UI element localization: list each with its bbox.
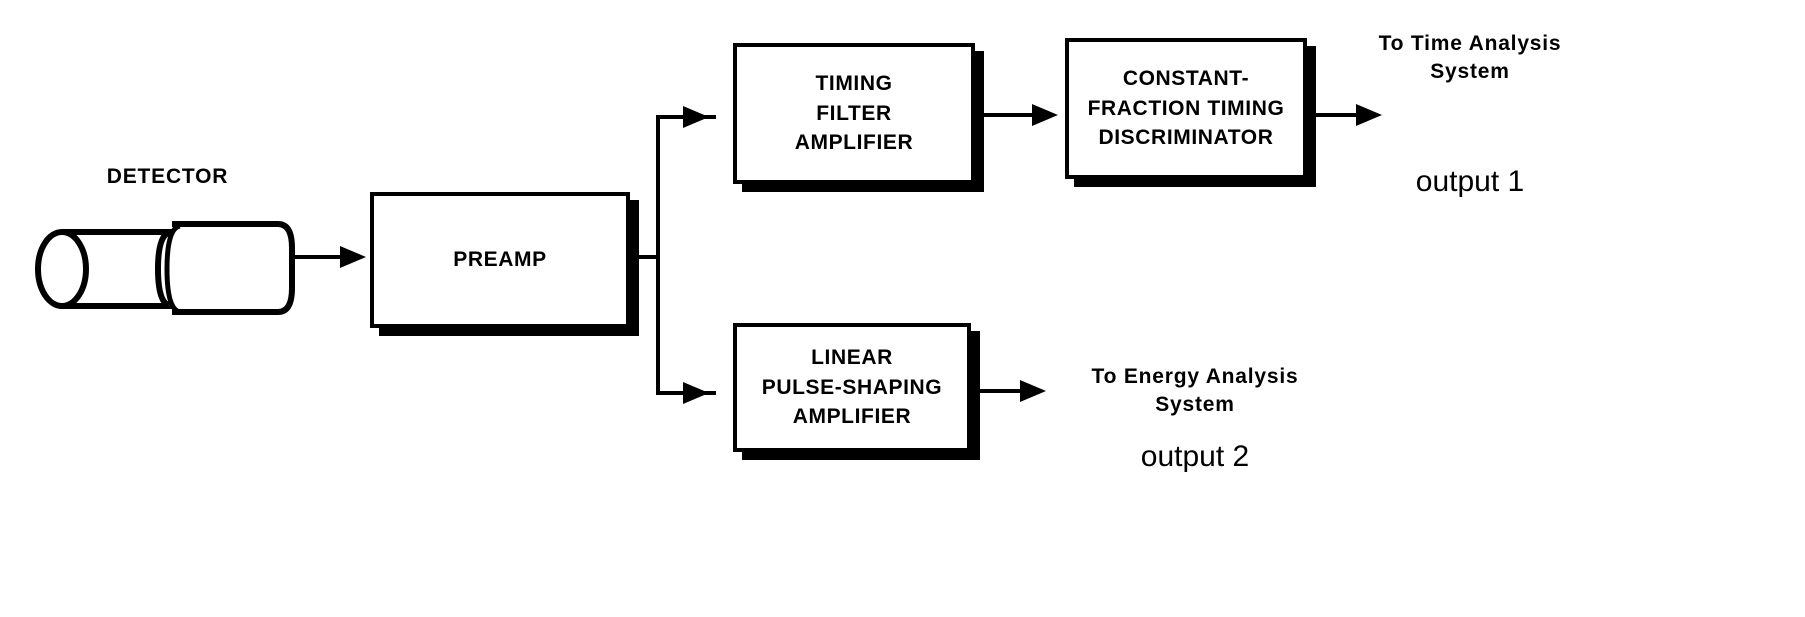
linear-amp-label-line-1: PULSE-SHAPING — [761, 375, 943, 399]
cftd-label-line-2: DISCRIMINATOR — [1098, 126, 1274, 150]
constant-fraction-discriminator-box[interactable]: CONSTANT- FRACTION TIMING DISCRIMINATOR — [1065, 38, 1307, 179]
wire-linear-amp-to-energy-analysis — [971, 389, 1039, 393]
tfa-label-line-2: AMPLIFIER — [794, 131, 914, 155]
wire-tfa-to-cftd — [975, 113, 1043, 117]
arrow-cftd-to-time-analysis — [1356, 104, 1382, 126]
detector-cylinder-icon — [35, 221, 295, 315]
wire-split-vertical — [656, 115, 660, 395]
tfa-label-line-1: FILTER — [816, 101, 892, 125]
tfa-label-line-0: TIMING — [815, 71, 893, 95]
arrow-split-to-tfa — [683, 106, 709, 128]
output-1-annotation: output 1 — [1415, 165, 1525, 198]
preamp-box[interactable]: PREAMP — [370, 192, 630, 328]
wire-detector-to-preamp — [281, 255, 351, 259]
preamp-label-line-0: PREAMP — [453, 248, 547, 272]
time-analysis-destination-label: To Time Analysis System — [1378, 32, 1562, 84]
arrow-split-to-linear-amp — [683, 382, 709, 404]
timing-filter-amplifier-box[interactable]: TIMING FILTER AMPLIFIER — [733, 43, 975, 184]
linear-amp-label-line-0: LINEAR — [811, 345, 893, 369]
wire-cftd-to-time-analysis — [1307, 113, 1375, 117]
arrow-detector-to-preamp — [340, 246, 366, 268]
arrow-linear-amp-to-energy-analysis — [1020, 380, 1046, 402]
linear-amp-label-line-2: AMPLIFIER — [792, 405, 912, 429]
cftd-label-line-0: CONSTANT- — [1122, 66, 1250, 90]
detector-label: DETECTOR — [106, 165, 229, 188]
cftd-label-line-1: FRACTION TIMING — [1087, 96, 1285, 120]
linear-pulse-shaping-amplifier-box[interactable]: LINEAR PULSE-SHAPING AMPLIFIER — [733, 323, 971, 452]
output-2-annotation: output 2 — [1140, 440, 1250, 473]
wire-preamp-out — [630, 255, 660, 259]
arrow-tfa-to-cftd — [1032, 104, 1058, 126]
energy-analysis-destination-label: To Energy Analysis System — [1091, 365, 1299, 417]
